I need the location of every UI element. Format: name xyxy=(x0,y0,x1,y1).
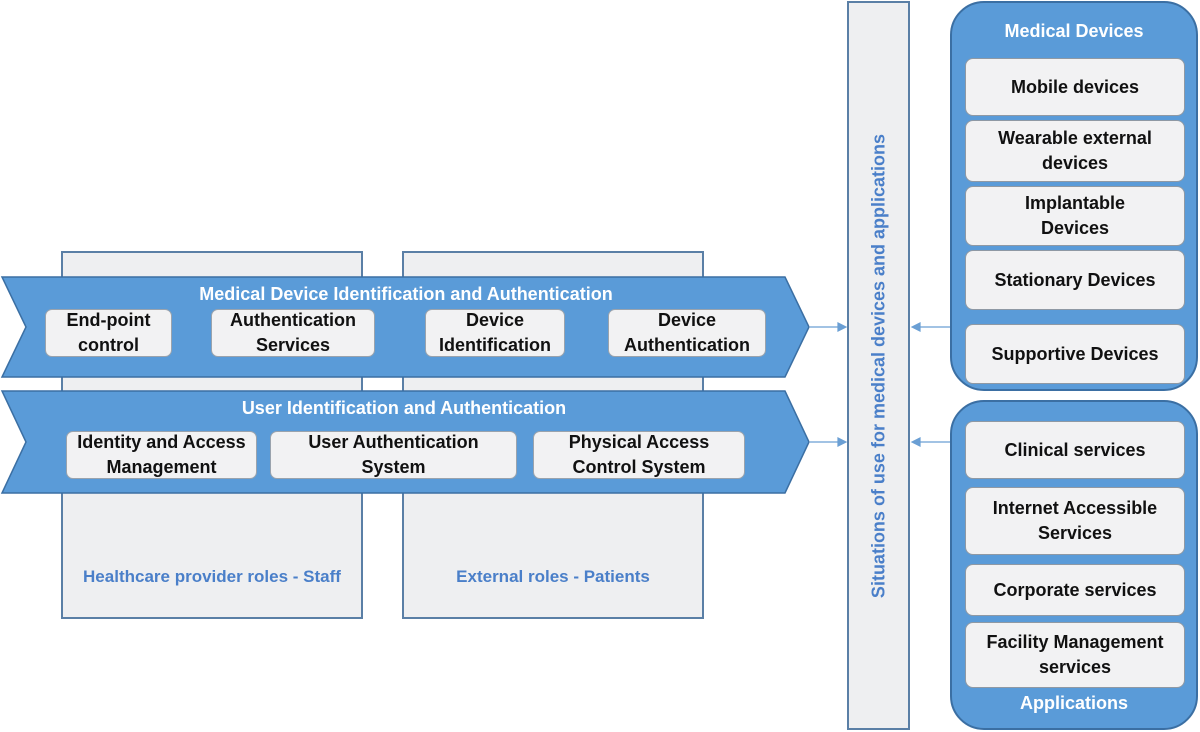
item-mobile-devices: Mobile devices xyxy=(965,58,1185,116)
arrow-head-applications xyxy=(910,437,921,447)
band-user-auth-title: User Identification and Authentication xyxy=(241,398,567,418)
band-device-auth-chevron xyxy=(0,276,810,378)
item-facility-management-services: Facility Management services xyxy=(965,622,1185,688)
role-label-staff: Healthcare provider roles - Staff xyxy=(83,567,341,586)
box-device-identification: Device Identification xyxy=(425,309,565,357)
item-internet-accessible-services: Internet Accessible Services xyxy=(965,487,1185,555)
item-wearable-external-devices: Wearable external devices xyxy=(965,120,1185,182)
role-label-patients: External roles - Patients xyxy=(456,567,650,586)
situations-bar: Situations of use for medical devices an… xyxy=(847,1,910,730)
item-clinical-services: Clinical services xyxy=(965,421,1185,479)
item-implantable-devices: Implantable Devices xyxy=(965,186,1185,246)
item-supportive-devices: Supportive Devices xyxy=(965,324,1185,384)
box-user-authentication-system: User Authentication System xyxy=(270,431,517,479)
box-authentication-services: Authentication Services xyxy=(211,309,375,357)
item-stationary-devices: Stationary Devices xyxy=(965,250,1185,310)
box-device-authentication: Device Authentication xyxy=(608,309,766,357)
medical-devices-title: Medical Devices xyxy=(1004,21,1144,41)
arrow-head-band2 xyxy=(837,437,848,447)
box-identity-access-management: Identity and Access Management xyxy=(66,431,257,479)
medical-devices-group: Medical Devices Mobile devices Wearable … xyxy=(950,1,1198,391)
band-device-auth-title: Medical Device Identification and Authen… xyxy=(199,284,613,304)
box-physical-access-control: Physical Access Control System xyxy=(533,431,745,479)
band-device-auth: Medical Device Identification and Authen… xyxy=(0,276,812,378)
arrow-head-devices xyxy=(910,322,921,332)
arrow-head-band1 xyxy=(837,322,848,332)
box-end-point-control: End-point control xyxy=(45,309,172,357)
band-user-auth: User Identification and Authentication I… xyxy=(0,390,812,494)
applications-title: Applications xyxy=(1019,693,1128,713)
situations-label: Situations of use for medical devices an… xyxy=(868,133,888,598)
applications-group: Clinical services Internet Accessible Se… xyxy=(950,400,1198,730)
item-corporate-services: Corporate services xyxy=(965,564,1185,616)
